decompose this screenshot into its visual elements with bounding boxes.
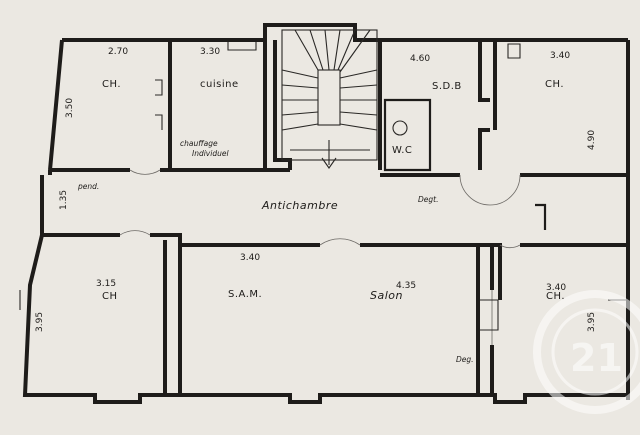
room-label-degagement-1: Degt.	[418, 195, 439, 204]
room-label-wc: W.C	[392, 145, 413, 156]
room-label-salle-a-manger: S.A.M.	[228, 289, 263, 300]
room-label-chambre-3: CH	[102, 291, 118, 302]
room-label-degagement-2: Deg.	[456, 355, 474, 364]
dimension-cuisine-width: 3.30	[200, 47, 221, 57]
dimension-chambre-2-width: 3.40	[550, 51, 571, 61]
dimension-sam-width: 3.40	[240, 253, 261, 263]
room-label-chauffage: chauffage	[180, 139, 218, 148]
dimension-chambre-1-depth: 3.50	[65, 97, 75, 118]
dimension-sdb-width: 4.60	[410, 54, 431, 64]
dimension-chambre-4-depth: 3.95	[587, 311, 597, 332]
dimension-chambre-4-width: 3.40	[546, 283, 567, 293]
dimension-chambre-1-width: 2.70	[108, 47, 129, 57]
dimension-chambre-2-depth: 4.90	[587, 129, 597, 150]
room-label-chambre-4: CH.	[546, 291, 566, 302]
dimension-penderie-depth: 1.35	[59, 189, 69, 210]
room-label-antichambre: Antichambre	[262, 199, 339, 212]
room-label-cuisine: cuisine	[200, 79, 239, 90]
interior-walls	[42, 40, 628, 395]
dimension-chambre-3-depth: 3.95	[35, 311, 45, 332]
century-21-logo-icon	[533, 290, 640, 414]
room-label-salon: Salon	[370, 289, 403, 302]
dimension-salon-width: 4.35	[396, 281, 417, 291]
outer-walls	[22, 23, 630, 404]
dimension-chambre-3-width: 3.15	[96, 279, 117, 289]
room-label-chambre-1: CH.	[102, 79, 122, 90]
room-label-penderie: pend.	[78, 182, 100, 191]
room-label-chauffage-individuel: Individuel	[192, 149, 229, 158]
room-label-chambre-2: CH.	[545, 79, 565, 90]
staircase	[281, 29, 378, 169]
watermark-text: 21	[570, 336, 623, 380]
room-label-salle-de-bain: S.D.B	[432, 81, 462, 92]
